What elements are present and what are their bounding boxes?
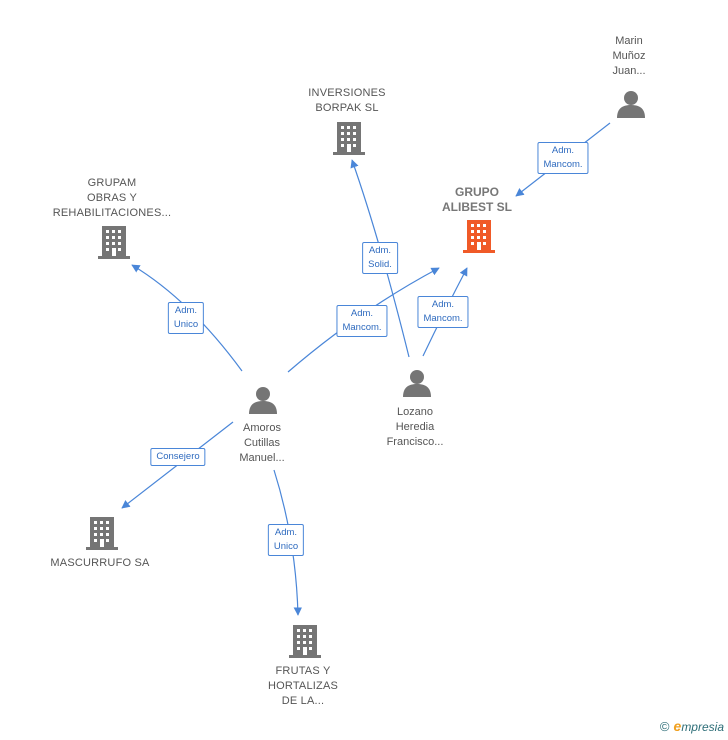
- node-label-grupam[interactable]: GRUPAM OBRAS Y REHABILITACIONES...: [52, 177, 172, 219]
- building-icon-grupam[interactable]: [98, 226, 130, 259]
- node-label-lozano[interactable]: Lozano Heredia Francisco...: [386, 406, 444, 448]
- edge-label-lozano-inversiones[interactable]: Adm. Solid.: [362, 242, 398, 274]
- building-icon-inversiones[interactable]: [333, 122, 365, 155]
- edge-label-amoros-grupo[interactable]: Adm. Mancom.: [336, 305, 388, 337]
- node-label-marin[interactable]: Marin Muñoz Juan...: [612, 35, 646, 77]
- edge-label-lozano-grupo[interactable]: Adm. Mancom.: [417, 296, 469, 328]
- node-label-grupo-alibest[interactable]: GRUPO ALIBEST SL: [441, 185, 513, 214]
- person-icon-amoros[interactable]: [249, 387, 277, 414]
- brand-name: mpresia: [681, 720, 724, 734]
- copyright-icon: ©: [659, 719, 670, 734]
- edge-label-amoros-mascurrufo[interactable]: Consejero: [150, 448, 206, 466]
- brand-initial: e: [673, 718, 682, 734]
- node-label-amoros[interactable]: Amoros Cutillas Manuel...: [239, 422, 285, 464]
- building-icon-frutas[interactable]: [289, 625, 321, 658]
- node-label-inversiones[interactable]: INVERSIONES BORPAK SL: [308, 87, 386, 114]
- edge-label-marin-grupo[interactable]: Adm. Mancom.: [537, 142, 589, 174]
- person-icon-lozano[interactable]: [403, 370, 431, 397]
- building-icon-mascurrufo[interactable]: [86, 517, 118, 550]
- brand-logo[interactable]: ©empresia: [660, 718, 724, 734]
- node-label-frutas[interactable]: FRUTAS Y HORTALIZAS DE LA...: [267, 665, 339, 707]
- node-label-mascurrufo[interactable]: MASCURRUFO SA: [50, 557, 150, 569]
- person-icon-marin[interactable]: [617, 91, 645, 118]
- edge-label-amoros-frutas[interactable]: Adm. Unico: [267, 524, 305, 556]
- edge-label-amoros-grupam[interactable]: Adm. Unico: [167, 302, 205, 334]
- building-icon-grupo-alibest[interactable]: [463, 220, 495, 253]
